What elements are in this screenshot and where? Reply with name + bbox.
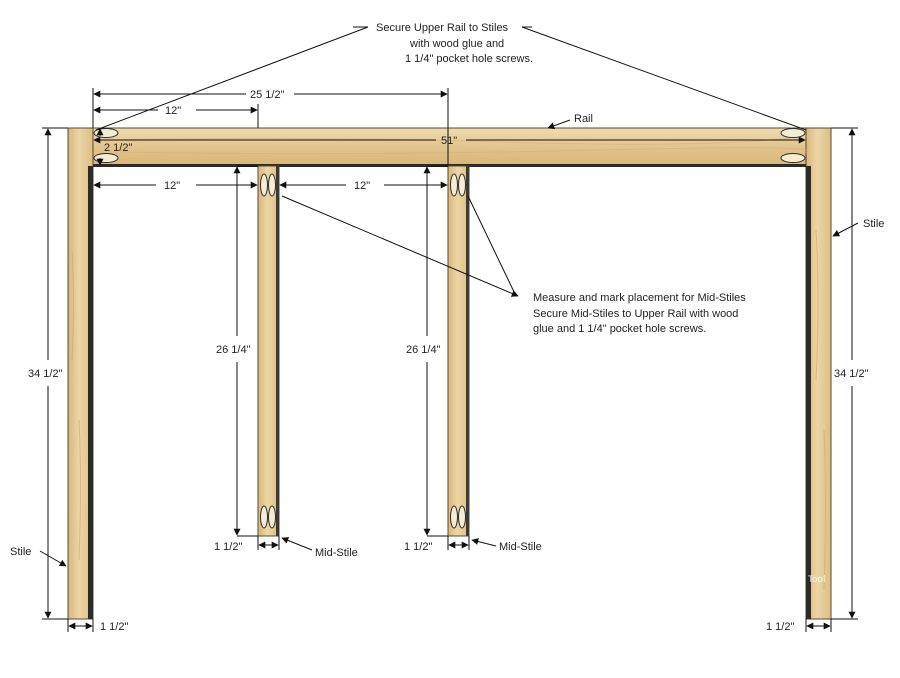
- dim-stile-width-left: 1 1/2": [100, 621, 128, 633]
- watermark-logo: Tool: [807, 575, 825, 585]
- mid-stile-label-1: Mid-Stile: [315, 547, 358, 559]
- stile-label-left: Stile: [10, 546, 31, 558]
- dim-mid-stile-width-2: 1 1/2": [404, 541, 432, 553]
- upper-rail-callout: Secure Upper Rail to Stiles with wood gl…: [376, 22, 533, 65]
- dim-stile-width-right: 1 1/2": [766, 621, 794, 633]
- mid-stile-1: [257, 165, 280, 537]
- upper-rail-callout-leaders: [95, 26, 807, 131]
- dim-gap-left: 12": [164, 180, 180, 192]
- part-label-leaders: [39, 119, 859, 567]
- dim-mid-stile-width-1: 1 1/2": [214, 541, 242, 553]
- dim-mid-stile-height-1: 26 1/4": [216, 344, 251, 356]
- mid-stile-2: [447, 165, 470, 537]
- dim-rail-height: 2 1/2": [104, 142, 132, 154]
- stile-label-right: Stile: [863, 218, 884, 230]
- dim-gap-mid: 12": [354, 180, 370, 192]
- dim-mid-stile-height-2: 26 1/4": [406, 344, 441, 356]
- dim-top-span: 25 1/2": [250, 89, 285, 101]
- dim-stile-height-right: 34 1/2": [834, 368, 869, 380]
- rail-label: Rail: [574, 113, 593, 125]
- mid-stile-callout-line-3: glue and 1 1/4" pocket hole screws.: [533, 323, 706, 335]
- dimension-lines: [42, 88, 858, 632]
- left-stile: [67, 127, 94, 620]
- upper-rail-callout-line-3: 1 1/4" pocket hole screws.: [405, 53, 533, 65]
- right-stile: [805, 127, 832, 620]
- dim-rail-length: 51": [441, 135, 457, 147]
- dim-stile-height-left: 34 1/2": [28, 368, 63, 380]
- mid-stile-callout-line-1: Measure and mark placement for Mid-Stile…: [533, 292, 746, 304]
- mid-stile-callout-leaders: [281, 195, 519, 297]
- mid-stile-label-2: Mid-Stile: [499, 541, 542, 553]
- mid-stile-callout: Measure and mark placement for Mid-Stile…: [533, 292, 746, 335]
- upper-rail-callout-line-2: with wood glue and: [409, 38, 504, 50]
- upper-rail: [92, 127, 809, 167]
- upper-rail-callout-line-1: Secure Upper Rail to Stiles: [376, 22, 509, 34]
- dim-top-12: 12": [165, 105, 181, 117]
- mid-stile-callout-line-2: Secure Mid-Stiles to Upper Rail with woo…: [533, 308, 738, 320]
